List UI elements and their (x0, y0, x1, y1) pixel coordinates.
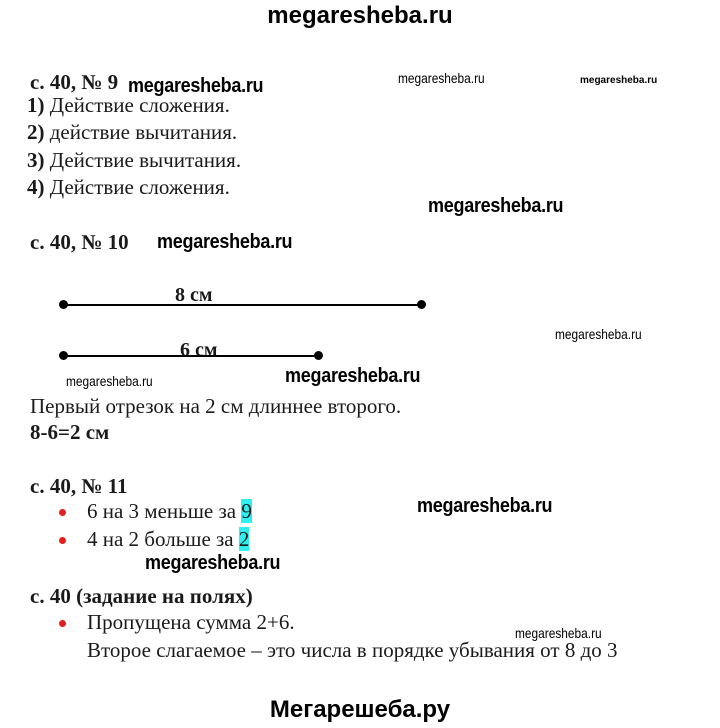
task9-item: 1) Действие сложения. (27, 95, 230, 116)
watermark: megaresheba.ru (580, 75, 658, 86)
site-footer[interactable]: Мегарешеба.ру (269, 696, 451, 723)
watermark: megaresheba.ru (417, 495, 553, 517)
watermark: megaresheba.ru (157, 231, 293, 253)
item-text: действие вычитания. (44, 120, 238, 144)
site-header[interactable]: megaresheba.ru (267, 2, 453, 29)
item-number: 1) (27, 93, 45, 117)
task10-answer: Первый отрезок на 2 см длиннее второго. (30, 394, 402, 418)
watermark: megaresheba.ru (555, 326, 642, 342)
item-number: 3) (27, 148, 45, 172)
task10-title: с. 40, № 10 (30, 230, 129, 254)
highlighted-answer: 9 (241, 499, 252, 523)
task9-item: 3) Действие вычитания. (27, 150, 241, 171)
segment-8cm (63, 304, 421, 306)
watermark: megaresheba.ru (398, 70, 485, 86)
task9-item: 2) действие вычитания. (27, 122, 237, 143)
item-text: 4 на 2 больше за (87, 527, 239, 551)
item-number: 2) (27, 120, 45, 144)
item-text: 6 на 3 меньше за (87, 499, 242, 523)
watermark: megaresheba.ru (145, 552, 281, 574)
task11-item: 4 на 2 больше за 2 (87, 527, 250, 551)
task10-calc: 8-6=2 см (30, 420, 110, 444)
task9-item: 4) Действие сложения. (27, 177, 230, 198)
task11-item: 6 на 3 меньше за 9 (87, 499, 252, 523)
segment-6cm (63, 355, 318, 357)
segment1-label: 8 см (175, 284, 213, 306)
bullet-icon (59, 620, 66, 627)
item-text: Действие вычитания. (44, 148, 242, 172)
segment-endpoint (417, 300, 426, 309)
margin-task-title: с. 40 (задание на полях) (30, 584, 253, 608)
watermark: megaresheba.ru (428, 195, 564, 217)
item-text: Действие сложения. (44, 93, 230, 117)
item-number: 4) (27, 175, 45, 199)
segment-endpoint (59, 351, 68, 360)
bullet-icon (59, 509, 66, 516)
margin-task-line1: Пропущена сумма 2+6. (87, 610, 295, 634)
highlighted-answer: 2 (238, 527, 250, 551)
watermark: megaresheba.ru (66, 373, 153, 389)
segment2-label: 6 см (180, 339, 218, 361)
task9-title: с. 40, № 9 (30, 70, 119, 94)
watermark: megaresheba.ru (515, 625, 602, 641)
task11-title: с. 40, № 11 (30, 474, 128, 498)
segment-endpoint (59, 300, 68, 309)
watermark: megaresheba.ru (128, 75, 264, 97)
segment-endpoint (314, 351, 323, 360)
bullet-icon (59, 537, 66, 544)
margin-task-line2: Второе слагаемое – это числа в порядке у… (87, 638, 618, 662)
watermark: megaresheba.ru (285, 365, 421, 387)
item-text: Действие сложения. (44, 175, 230, 199)
